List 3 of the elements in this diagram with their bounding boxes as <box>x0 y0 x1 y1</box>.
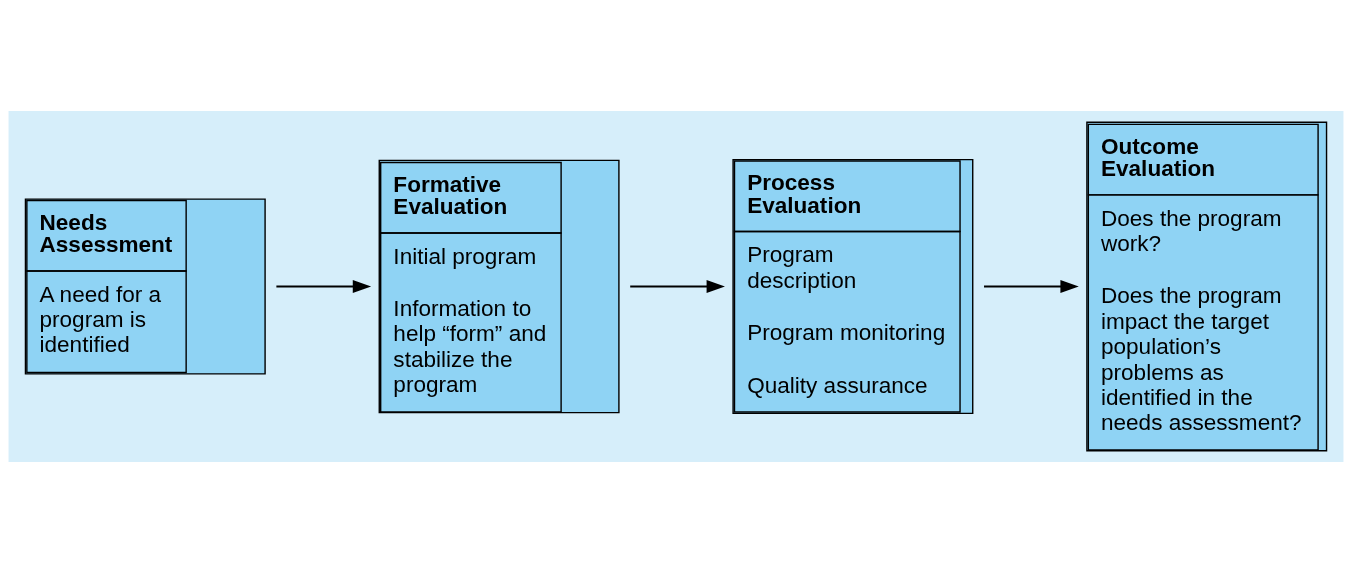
arrow <box>630 280 725 293</box>
arrow <box>984 280 1079 293</box>
arrow <box>276 280 372 293</box>
